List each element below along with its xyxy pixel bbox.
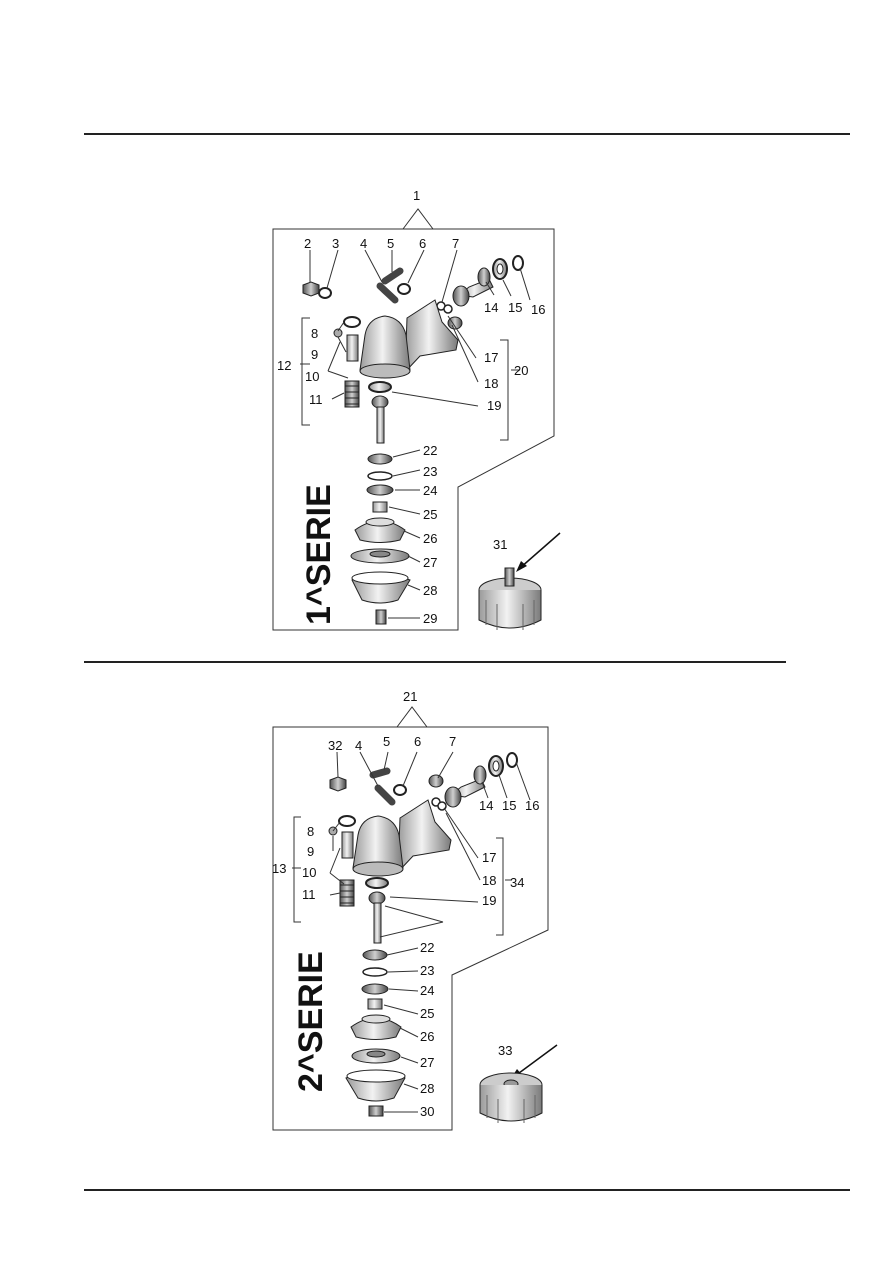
callout-14: 14 xyxy=(479,798,493,813)
top-cup-31 xyxy=(478,532,561,630)
bottom-gear-shaft xyxy=(444,752,518,808)
callout-5: 5 xyxy=(383,734,390,749)
callout-12: 12 xyxy=(277,358,291,373)
callout-16: 16 xyxy=(525,798,539,813)
callout-15: 15 xyxy=(508,300,522,315)
top-callouts: 2 3 4 5 6 7 8 9 10 11 12 14 15 16 17 18 … xyxy=(277,236,545,626)
middle-divider xyxy=(84,661,786,663)
callout-3: 3 xyxy=(332,236,339,251)
callout-22: 22 xyxy=(420,940,434,955)
bottom-callouts: 32 4 5 6 7 8 9 10 11 13 14 15 16 17 18 3… xyxy=(272,734,539,1119)
callout-25: 25 xyxy=(420,1006,434,1021)
callout-34: 34 xyxy=(510,875,524,890)
bottom-cup-33 xyxy=(479,1044,558,1123)
callout-9: 9 xyxy=(311,347,318,362)
callout-26: 26 xyxy=(423,531,437,546)
callout-6: 6 xyxy=(414,734,421,749)
callout-29: 29 xyxy=(423,611,437,626)
callout-16: 16 xyxy=(531,302,545,317)
callout-5: 5 xyxy=(387,236,394,251)
callout-19: 19 xyxy=(487,398,501,413)
callout-8: 8 xyxy=(307,824,314,839)
top-frame xyxy=(272,228,555,631)
callout-18: 18 xyxy=(484,376,498,391)
callout-32: 32 xyxy=(328,738,342,753)
callout-11: 11 xyxy=(309,392,323,407)
serie-1-title: 1^SERIE xyxy=(300,484,338,625)
callout-24: 24 xyxy=(420,983,434,998)
callout-22: 22 xyxy=(423,443,437,458)
callout-8: 8 xyxy=(311,326,318,341)
bottom-small-parts xyxy=(329,767,447,811)
callout-28: 28 xyxy=(420,1081,434,1096)
callout-33: 33 xyxy=(498,1043,512,1058)
serie-2-title: 2^SERIE xyxy=(292,951,330,1092)
assembly-number-1: 1 xyxy=(413,188,420,203)
top-gear-shaft xyxy=(452,255,524,307)
callout-13: 13 xyxy=(272,861,286,876)
callout-31: 31 xyxy=(493,537,507,552)
bottom-gearbox-housing xyxy=(328,799,452,907)
callout-18: 18 xyxy=(482,873,496,888)
callout-10: 10 xyxy=(305,369,319,384)
callout-2: 2 xyxy=(304,236,311,251)
callout-27: 27 xyxy=(423,555,437,570)
callout-7: 7 xyxy=(449,734,456,749)
callout-10: 10 xyxy=(302,865,316,880)
callout-11: 11 xyxy=(302,887,316,902)
callout-14: 14 xyxy=(484,300,498,315)
callout-23: 23 xyxy=(420,963,434,978)
callout-19: 19 xyxy=(482,893,496,908)
assembly-number-21: 21 xyxy=(403,689,417,704)
top-leader-lines xyxy=(300,249,531,619)
bottom-spindle-stack xyxy=(345,877,406,1117)
bottom-leader-lines xyxy=(292,751,531,1113)
bottom-divider xyxy=(84,1189,850,1191)
callout-7: 7 xyxy=(452,236,459,251)
callout-4: 4 xyxy=(360,236,367,251)
top-divider xyxy=(84,133,850,135)
callout-20: 20 xyxy=(514,363,528,378)
callout-9: 9 xyxy=(307,844,314,859)
callout-24: 24 xyxy=(423,483,437,498)
top-assembly: 1 xyxy=(272,188,561,631)
callout-4: 4 xyxy=(355,738,362,753)
callout-27: 27 xyxy=(420,1055,434,1070)
top-spindle-stack xyxy=(350,381,411,625)
callout-26: 26 xyxy=(420,1029,434,1044)
callout-15: 15 xyxy=(502,798,516,813)
bottom-frame xyxy=(272,726,549,1131)
callout-6: 6 xyxy=(419,236,426,251)
callout-30: 30 xyxy=(420,1104,434,1119)
callout-17: 17 xyxy=(484,350,498,365)
callout-23: 23 xyxy=(423,464,437,479)
callout-28: 28 xyxy=(423,583,437,598)
bottom-assembly: 21 xyxy=(272,689,558,1131)
callout-17: 17 xyxy=(482,850,496,865)
top-small-parts xyxy=(302,267,463,330)
callout-25: 25 xyxy=(423,507,437,522)
top-gearbox-housing xyxy=(333,299,459,408)
